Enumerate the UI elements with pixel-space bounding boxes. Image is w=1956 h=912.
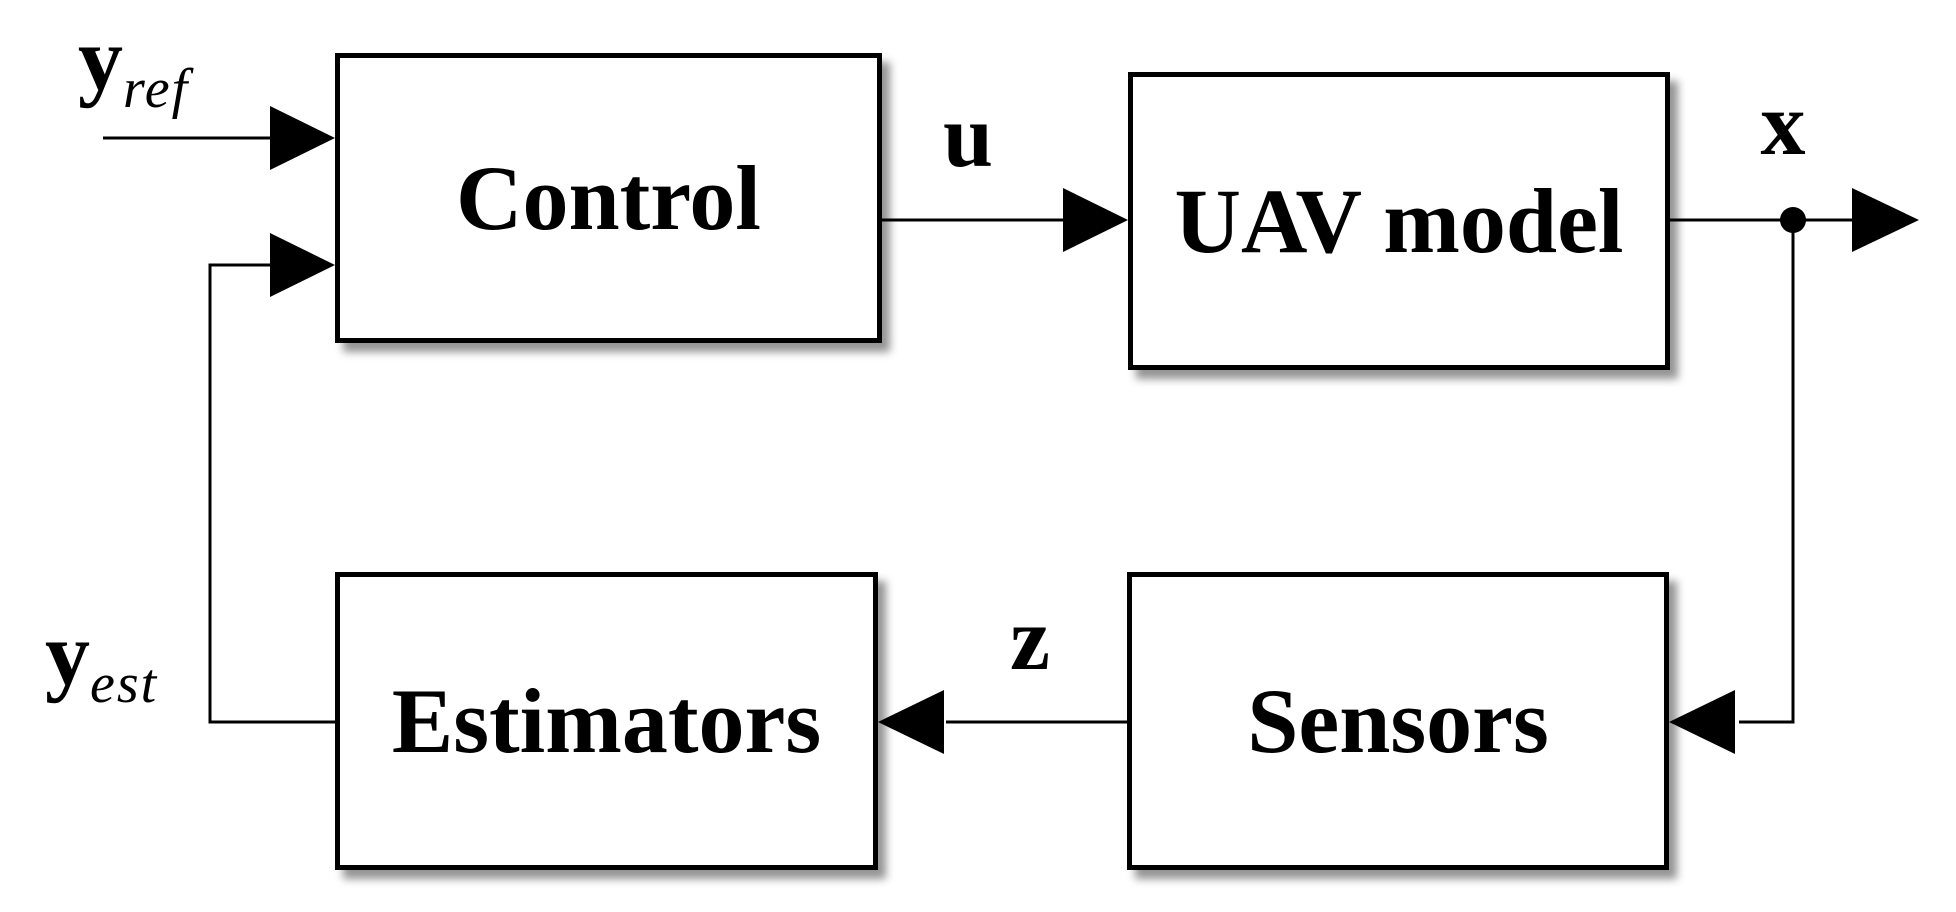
x-branch-dot: [1780, 207, 1806, 233]
z-arrowhead-icon: [878, 690, 944, 754]
y-ref-base: y: [78, 10, 123, 109]
y-est-arrowhead-icon: [270, 233, 335, 297]
control-block-label: Control: [456, 147, 761, 249]
signal-label-y-est: yest: [45, 610, 158, 713]
sensors-block-label: Sensors: [1247, 670, 1549, 772]
signal-label-z: z: [1010, 590, 1050, 689]
sensors-input-arrowhead-icon: [1669, 690, 1735, 754]
y-ref-subscript: ref: [123, 58, 190, 120]
control-block: Control: [335, 53, 882, 343]
y-est-base: y: [45, 605, 90, 704]
signal-label-u: u: [942, 87, 994, 186]
estimators-block: Estimators: [335, 572, 878, 870]
x-output-arrowhead-icon: [1852, 188, 1919, 252]
u-arrowhead-icon: [1063, 188, 1128, 252]
y-est-subscript: est: [90, 653, 159, 715]
sensors-block: Sensors: [1127, 572, 1669, 870]
signal-label-x: x: [1760, 75, 1806, 174]
estimators-block-label: Estimators: [391, 670, 822, 772]
signal-label-y-ref: yref: [78, 15, 189, 118]
x-to-sensors-wire: [1739, 220, 1795, 724]
uav-model-block-label: UAV model: [1174, 170, 1624, 272]
uav-model-block: UAV model: [1128, 72, 1670, 370]
y-ref-arrowhead-icon: [270, 106, 335, 170]
y-est-feedback-wire: [208, 263, 335, 724]
